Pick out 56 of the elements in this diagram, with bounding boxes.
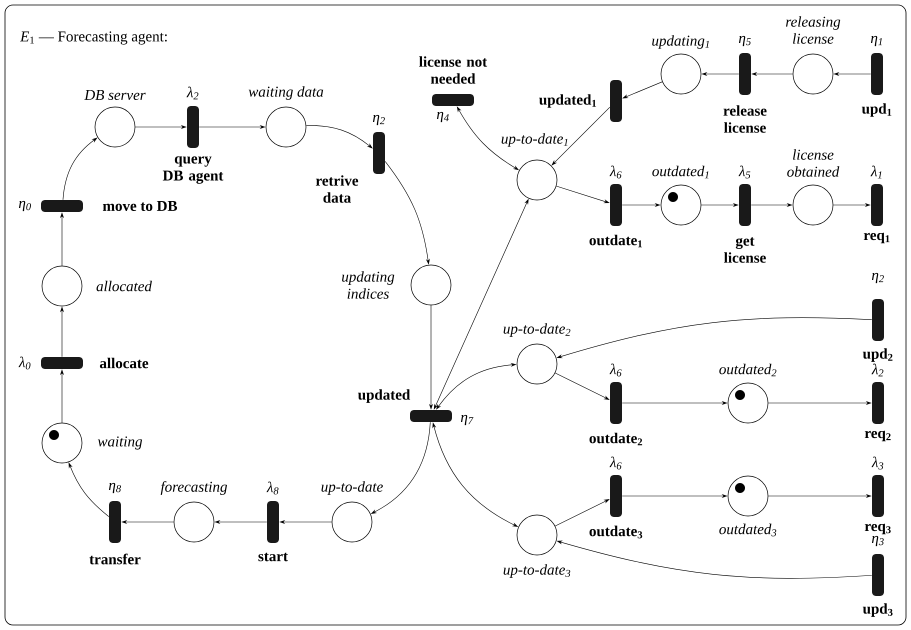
transition-label: license not needed [419, 56, 488, 84]
transition-symbol: λ$_{6}$ [610, 166, 622, 178]
transition-symbol: η$_{7}$ [460, 414, 474, 426]
transition-label: req$_{3}$ [864, 524, 891, 534]
transition-label: outdate$_{2}$ [590, 432, 642, 446]
place-label: DB server [84, 90, 146, 100]
transition-symbol: λ$_{6}$ [610, 456, 622, 470]
place-label: waiting [98, 436, 142, 450]
transition-label: upd$_{1}$ [862, 103, 892, 117]
place-label: updating$_{1}$ [652, 35, 709, 49]
transition-symbol: η$_{5}$ [738, 36, 751, 46]
transition-label: retrive data [316, 175, 358, 203]
transition-label: get license [724, 237, 766, 263]
title: E$_{1}$ — Forecasting agent: [20, 31, 167, 45]
transition-symbol: λ$_{5}$ [738, 166, 750, 178]
transition-symbol: λ$_{2}$ [872, 364, 884, 376]
transition-label: query DB agent [162, 156, 224, 184]
transition-symbol: η$_{2}$ [372, 114, 385, 126]
place-label: up-to-date [322, 481, 383, 495]
place-label: allocated [96, 280, 152, 292]
place-label: up-to-date$_{3}$ [504, 564, 570, 578]
transition-label: upd$_{3}$ [862, 603, 893, 617]
place-label: updating indices [342, 271, 394, 299]
transition-symbol: λ$_{0}$ [18, 356, 30, 370]
place-label: waiting data [248, 86, 324, 100]
transition-label: release license [723, 105, 767, 133]
transition-symbol: η$_{0}$ [18, 200, 31, 212]
place-label: outdated$_{3}$ [719, 524, 776, 536]
place-label: outdated$_{1}$ [652, 166, 708, 178]
place-label: releasing license [786, 16, 840, 44]
transition-symbol: η$_{4}$ [436, 112, 449, 122]
transition-label: req$_{2}$ [864, 430, 891, 442]
transition-symbol: λ$_{2}$ [186, 86, 198, 100]
transition-label: updated$_{1}$ [539, 94, 596, 108]
transition-label: outdate$_{3}$ [590, 526, 642, 538]
transition-symbol: η$_{3}$ [872, 536, 884, 546]
place-label: up-to-date$_{1}$ [502, 133, 568, 147]
transition-label: outdate$_{1}$ [590, 234, 642, 248]
transition-symbol: η$_{1}$ [870, 36, 882, 46]
transition-label: start [258, 552, 288, 562]
transition-label: updated [358, 389, 410, 403]
place-label: outdated$_{2}$ [719, 364, 776, 376]
transition-symbol: λ$_{3}$ [872, 456, 884, 470]
transition-symbol: λ$_{8}$ [266, 482, 278, 494]
transition-label: upd$_{2}$ [862, 348, 892, 362]
transition-symbol: η$_{8}$ [108, 482, 121, 494]
place-label: forecasting [160, 481, 228, 495]
transition-symbol: λ$_{1}$ [870, 166, 882, 178]
place-label: up-to-date$_{2}$ [504, 323, 570, 337]
transition-symbol: λ$_{6}$ [610, 364, 622, 376]
place-label: license obtained [787, 149, 840, 177]
transition-label: move to DB [102, 201, 178, 211]
transition-symbol: η$_{2}$ [872, 272, 884, 284]
transition-label: allocate [100, 358, 148, 368]
transition-label: req$_{1}$ [864, 232, 890, 244]
transition-label: transfer [89, 554, 140, 564]
